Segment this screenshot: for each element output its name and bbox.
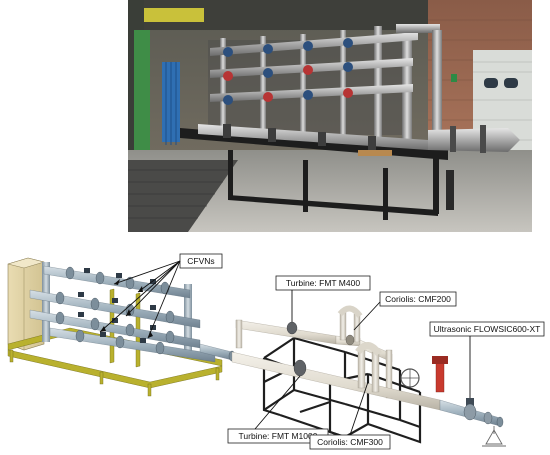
coriolis-cmf200-label: Coriolis: CMF200 bbox=[385, 294, 451, 304]
cfvns-leader-2 bbox=[137, 260, 181, 293]
turbine-m1000-label: Turbine: FMT M1000 bbox=[239, 431, 318, 441]
cfvns-leader-4 bbox=[99, 260, 181, 333]
cfvns-leader-5 bbox=[147, 260, 181, 339]
photo-door-slats bbox=[473, 61, 532, 141]
photo-green-column bbox=[134, 30, 150, 160]
photo-door-window-right bbox=[504, 78, 518, 88]
callout-cfvns: CFVNs bbox=[99, 253, 223, 339]
cfvn-actuators bbox=[78, 268, 156, 343]
callout-turbine-m400: Turbine: FMT M400 bbox=[275, 275, 371, 322]
photo-door-window-left bbox=[484, 78, 498, 88]
photo-yellow-beam bbox=[144, 8, 204, 22]
coriolis-cmf300-label: Coriolis: CMF300 bbox=[317, 437, 383, 447]
turbine-m400-label-box bbox=[275, 275, 371, 291]
lower-pipe-line bbox=[231, 342, 506, 447]
turbine-m400-meter bbox=[286, 321, 298, 335]
callout-turbine-m1000: Turbine: FMT M1000 bbox=[227, 375, 329, 444]
red-control-valve bbox=[435, 361, 445, 393]
coriolis-cmf300-leader bbox=[349, 381, 369, 436]
photo-grating-lines bbox=[128, 169, 231, 219]
callout-ultrasonic: Ultrasonic FLOWSIC600-XT bbox=[429, 321, 545, 398]
meter-module bbox=[231, 305, 506, 447]
cfvn-module bbox=[7, 257, 236, 397]
ultrasonic-label-box bbox=[429, 321, 545, 337]
photo-wooden-block bbox=[358, 150, 392, 156]
ultrasonic-label: Ultrasonic FLOWSIC600-XT bbox=[434, 324, 541, 334]
cfvns-leader-1 bbox=[113, 260, 181, 285]
callout-coriolis-cmf300: Coriolis: CMF300 bbox=[309, 381, 391, 450]
turbine-m1000-meter bbox=[293, 359, 307, 377]
cfvns-label: CFVNs bbox=[187, 256, 214, 266]
turbine-m400-label: Turbine: FMT M400 bbox=[286, 278, 360, 288]
turbine-m1000-leader bbox=[254, 375, 301, 430]
photo-floor-grating bbox=[128, 160, 238, 232]
outlet-support-stand bbox=[482, 426, 506, 447]
photo-exit-sign bbox=[451, 74, 457, 82]
coriolis-cmf200-label-box bbox=[379, 291, 457, 307]
coriolis-cmf200-leader bbox=[353, 301, 381, 331]
callout-coriolis-cmf200: Coriolis: CMF200 bbox=[353, 291, 457, 331]
photo-blue-cables bbox=[165, 62, 177, 145]
test-rig-photo bbox=[128, 0, 532, 232]
cad-diagram: CFVNs Turbine: FMT M400 Coriolis: CMF200… bbox=[7, 253, 545, 450]
photo-valves bbox=[223, 38, 486, 153]
photo-support-stand bbox=[446, 170, 454, 210]
test-rig-photo-drawing bbox=[128, 0, 532, 232]
cfvns-leader-3 bbox=[125, 260, 181, 317]
